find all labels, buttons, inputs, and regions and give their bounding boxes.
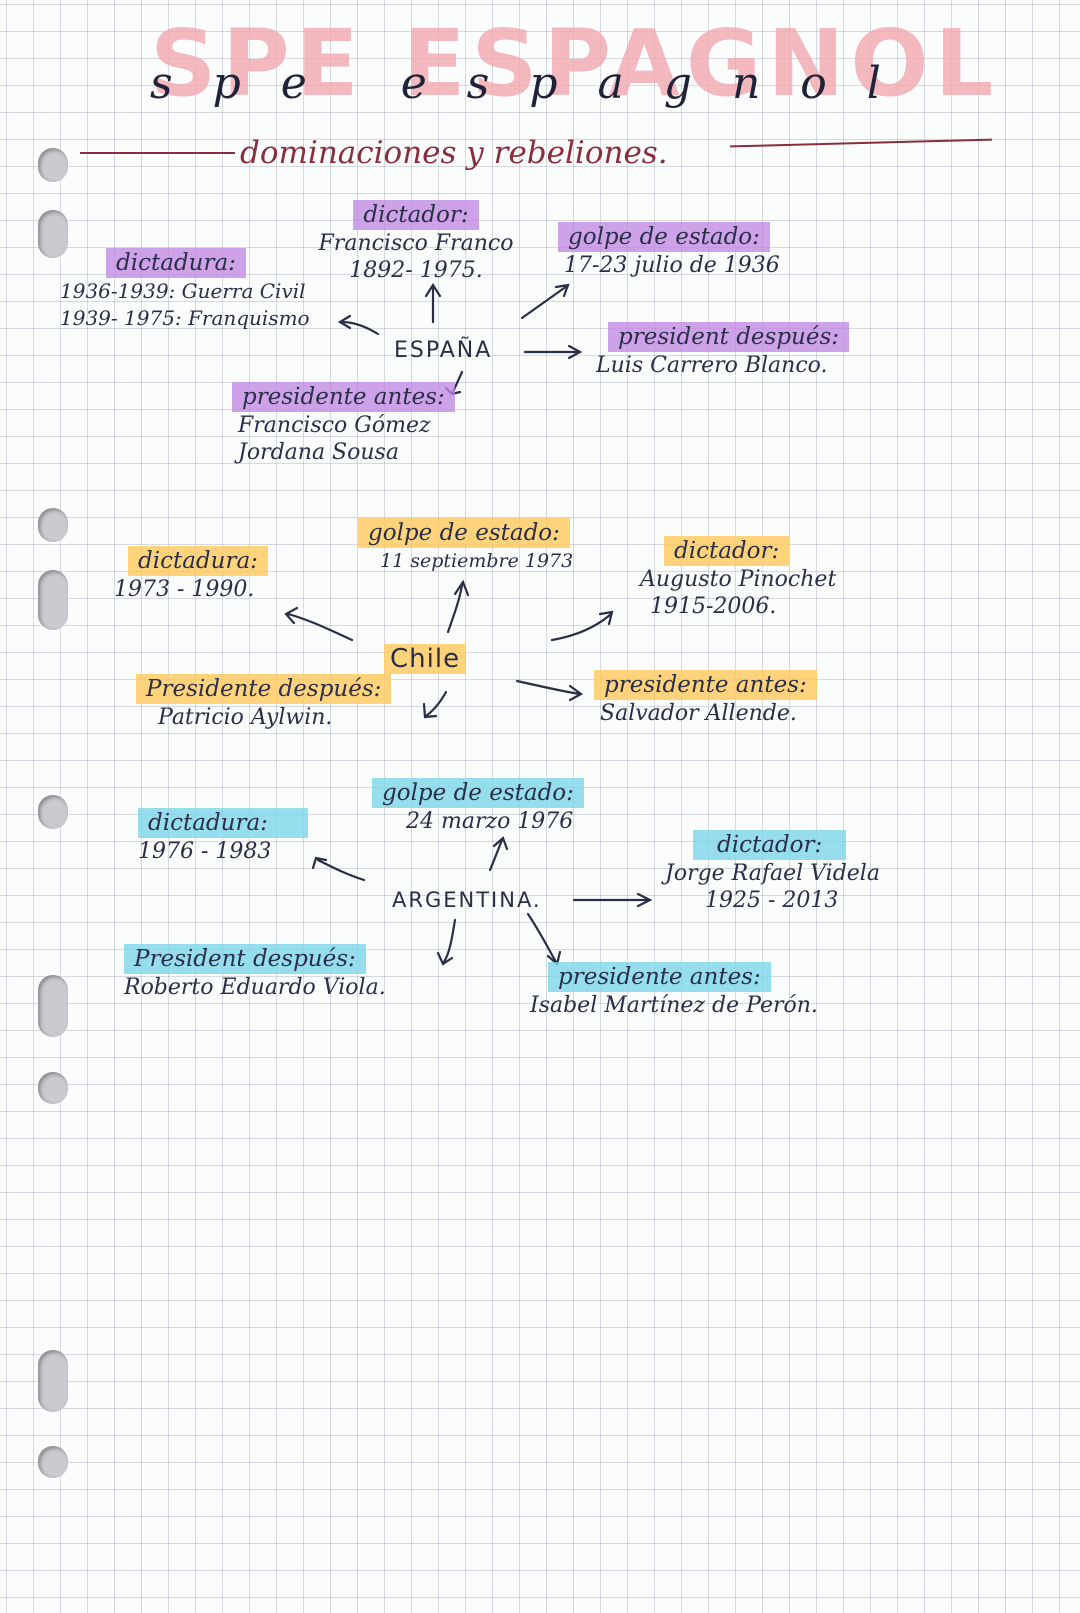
chile-golpe-label: golpe de estado: bbox=[358, 518, 570, 548]
argentina-dictador-years: 1925 - 2013 bbox=[705, 888, 839, 913]
arrow-espana-up bbox=[424, 282, 442, 324]
arrow-chile-antes bbox=[515, 679, 584, 702]
chile-despues: Presidente después: Patricio Aylwin. bbox=[136, 674, 392, 731]
chile-dictadura-years: 1973 - 1990. bbox=[114, 577, 255, 602]
argentina-antes-label: presidente antes: bbox=[548, 962, 771, 992]
espana-dictadura-label: dictadura: bbox=[106, 248, 246, 278]
argentina-golpe-date: 24 marzo 1976 bbox=[406, 809, 574, 834]
binder-hole bbox=[38, 508, 68, 542]
binder-hole bbox=[38, 570, 68, 630]
argentina-golpe: golpe de estado: 24 marzo 1976 bbox=[372, 778, 584, 835]
title-rule-right bbox=[730, 138, 992, 148]
argentina-dictadura-label: dictadura: bbox=[138, 808, 308, 838]
chile-dictador: dictador: Augusto Pinochet 1915-2006. bbox=[640, 536, 836, 620]
espana-dictador-name: Francisco Franco bbox=[318, 231, 514, 256]
espana-antes: presidente antes: Francisco Gómez Jordan… bbox=[232, 382, 455, 466]
chile-golpe: golpe de estado: 11 septiembre 1973 bbox=[358, 518, 573, 575]
argentina-dictador: dictador: Jorge Rafael Videla 1925 - 201… bbox=[665, 830, 880, 914]
chile-golpe-date: 11 septiembre 1973 bbox=[380, 550, 574, 572]
arrow-espana-despues bbox=[523, 344, 583, 360]
espana-despues-name: Luis Carrero Blanco. bbox=[596, 353, 828, 378]
chile-dictadura: dictadura: 1973 - 1990. bbox=[114, 546, 268, 603]
binder-hole bbox=[38, 1446, 68, 1478]
chile-dictadura-label: dictadura: bbox=[128, 546, 268, 576]
arrow-espana-golpe bbox=[520, 283, 570, 320]
arrow-espana-dictadura bbox=[337, 314, 380, 336]
espana-antes-line2: Jordana Sousa bbox=[238, 440, 399, 465]
espana-dictadura: dictadura: 1936-1939: Guerra Civil 1939-… bbox=[60, 248, 310, 332]
espana-golpe-label: golpe de estado: bbox=[558, 222, 770, 252]
chile-dictador-years: 1915-2006. bbox=[650, 594, 777, 619]
espana-dictador-years: 1892- 1975. bbox=[349, 258, 483, 283]
argentina-dictadura-years: 1976 - 1983 bbox=[138, 839, 272, 864]
binder-hole bbox=[38, 148, 68, 182]
arrow-argentina-despues bbox=[436, 918, 457, 966]
espana-node: ESPAÑA bbox=[394, 338, 493, 363]
chile-dictador-label: dictador: bbox=[664, 536, 790, 566]
argentina-despues-label: President después: bbox=[124, 944, 366, 974]
argentina-dictador-name: Jorge Rafael Videla bbox=[665, 861, 880, 886]
arrow-argentina-dictadura bbox=[311, 856, 366, 882]
chile-dictador-name: Augusto Pinochet bbox=[640, 567, 837, 592]
arrow-chile-despues bbox=[422, 690, 448, 719]
argentina-antes: presidente antes: Isabel Martínez de Per… bbox=[530, 962, 818, 1019]
argentina-antes-name: Isabel Martínez de Perón. bbox=[530, 993, 818, 1018]
espana-despues: president después: Luis Carrero Blanco. bbox=[596, 322, 850, 379]
arrow-chile-dictador bbox=[550, 610, 614, 642]
espana-antes-line1: Francisco Gómez bbox=[238, 413, 431, 438]
binder-hole bbox=[38, 1072, 68, 1104]
argentina-golpe-label: golpe de estado: bbox=[372, 778, 584, 808]
espana-dictadura-line2: 1939- 1975: Franquismo bbox=[60, 306, 310, 330]
arrow-argentina-golpe bbox=[488, 836, 509, 872]
binder-hole bbox=[38, 1350, 68, 1412]
espana-dictador-label: dictador: bbox=[353, 200, 479, 230]
page-subtitle: dominaciones y rebeliones. bbox=[240, 135, 668, 171]
chile-antes-label: presidente antes: bbox=[594, 670, 817, 700]
argentina-despues-name: Roberto Eduardo Viola. bbox=[124, 975, 386, 1000]
espana-golpe: golpe de estado: 17-23 julio de 1936 bbox=[558, 222, 780, 279]
argentina-dictadura: dictadura: 1976 - 1983 bbox=[138, 808, 308, 865]
espana-golpe-date: 17-23 julio de 1936 bbox=[564, 253, 780, 278]
chile-despues-label: Presidente después: bbox=[136, 674, 392, 704]
title-rule-left bbox=[80, 152, 235, 154]
argentina-despues: President después: Roberto Eduardo Viola… bbox=[124, 944, 386, 1001]
arrow-argentina-dictador bbox=[572, 892, 653, 908]
binder-hole bbox=[38, 210, 68, 258]
espana-despues-label: president después: bbox=[608, 322, 850, 352]
espana-dictador: dictador: Francisco Franco 1892- 1975. bbox=[306, 200, 526, 284]
arrow-chile-dictadura bbox=[284, 606, 354, 642]
chile-antes: presidente antes: Salvador Allende. bbox=[594, 670, 817, 727]
espana-dictadura-line1: 1936-1939: Guerra Civil bbox=[60, 279, 306, 303]
espana-antes-label: presidente antes: bbox=[232, 382, 455, 412]
arrow-chile-golpe bbox=[446, 579, 470, 634]
page-title-script: spe espagnol bbox=[150, 58, 921, 109]
binder-hole bbox=[38, 795, 68, 829]
page-title: SPE ESPAGNOL bbox=[150, 10, 1000, 117]
chile-antes-name: Salvador Allende. bbox=[600, 701, 797, 726]
binder-hole bbox=[38, 975, 68, 1037]
chile-despues-name: Patricio Aylwin. bbox=[158, 705, 333, 730]
argentina-dictador-label: dictador: bbox=[693, 830, 847, 860]
argentina-node: ARGENTINA. bbox=[392, 888, 542, 912]
arrow-argentina-antes bbox=[526, 912, 562, 967]
chile-node: Chile bbox=[384, 644, 467, 674]
